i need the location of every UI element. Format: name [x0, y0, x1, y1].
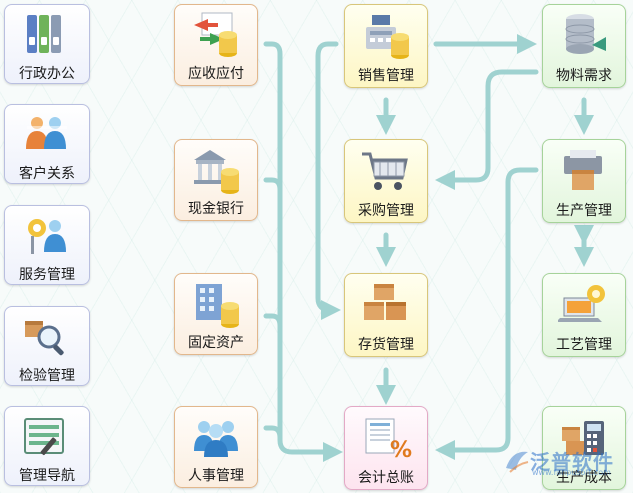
laptop-gear-icon [558, 285, 605, 322]
arrow-receivable-to-ledger [263, 41, 343, 462]
sidebar-item-service-management[interactable]: 服务管理 [4, 205, 90, 285]
ledger-percent-icon: % [365, 418, 412, 461]
module-label: 会计总账 [358, 470, 414, 486]
arrow-assets-to-ledger [263, 313, 283, 329]
brand-logo-icon [506, 451, 529, 473]
module-cash-bank[interactable]: 现金银行 [174, 139, 258, 221]
module-label: 生产管理 [556, 203, 612, 219]
module-label: 采购管理 [358, 203, 414, 219]
module-sales-management[interactable]: 销售管理 [344, 4, 428, 88]
module-label: 生产成本 [556, 470, 612, 486]
module-label: 人事管理 [188, 468, 244, 484]
sidebar-item-admin-office[interactable]: 行政办公 [4, 4, 90, 84]
module-material-requirement[interactable]: 物料需求 [542, 4, 626, 88]
arrow-hr-to-ledger [263, 425, 283, 441]
building-coins-icon [196, 284, 239, 328]
shopping-cart-icon [362, 152, 408, 190]
module-label: 销售管理 [358, 68, 414, 84]
binders-icon [27, 15, 61, 53]
module-process-management[interactable]: 工艺管理 [542, 273, 626, 357]
arrow-sales-to-inventory [315, 41, 341, 320]
sidebar-item-label: 客户关系 [19, 166, 75, 182]
staff-group-icon [194, 421, 238, 457]
boxes-icon [364, 284, 406, 320]
module-label: 存货管理 [358, 337, 414, 353]
sidebar-item-customer-relations[interactable]: 客户关系 [4, 104, 90, 184]
module-label: 物料需求 [556, 68, 612, 84]
watermark-brand: 泛普软件 [530, 450, 614, 474]
module-receivable-payable[interactable]: 应收应付 [174, 4, 258, 86]
svg-text:%: % [390, 438, 412, 461]
sidebar-item-inspection-management[interactable]: 检验管理 [4, 306, 90, 386]
module-inventory-management[interactable]: 存货管理 [344, 273, 428, 357]
bank-coins-icon [194, 150, 239, 194]
sidebar-item-label: 管理导航 [19, 468, 75, 484]
watermark-logo: 泛普软件 www.fanpusoft.com [502, 444, 633, 480]
module-production-management[interactable]: 生产管理 [542, 139, 626, 223]
module-label: 应收应付 [188, 66, 244, 82]
module-label: 现金银行 [188, 201, 244, 217]
module-label: 工艺管理 [556, 337, 612, 353]
sidebar-item-management-nav[interactable]: 管理导航 [4, 406, 90, 486]
service-gear-person-icon [28, 219, 66, 254]
boxes-calculator-icon [562, 421, 604, 455]
inspect-magnifier-icon [25, 321, 64, 356]
module-hr-management[interactable]: 人事管理 [174, 406, 258, 488]
people-icon [26, 117, 67, 149]
module-purchase-management[interactable]: 采购管理 [344, 139, 428, 223]
sidebar-item-label: 检验管理 [19, 368, 75, 384]
watermark-url: www.fanpusoft.com [532, 468, 611, 477]
module-fixed-assets[interactable]: 固定资产 [174, 273, 258, 355]
cash-register-icon [366, 15, 409, 59]
arrow-production-to-ledger [435, 167, 539, 460]
sidebar-item-label: 行政办公 [19, 66, 75, 82]
sidebar-item-label: 服务管理 [19, 267, 75, 283]
arrow-material-to-purchase [435, 69, 539, 190]
module-general-ledger[interactable]: % 会计总账 [344, 406, 428, 490]
database-icon [565, 14, 606, 54]
module-label: 固定资产 [188, 335, 244, 351]
printer-box-icon [564, 150, 602, 190]
exchange-coins-icon [194, 12, 237, 57]
module-production-cost[interactable]: 生产成本 [542, 406, 626, 490]
arrow-cash-to-ledger [263, 177, 283, 193]
nav-list-icon [24, 418, 64, 456]
